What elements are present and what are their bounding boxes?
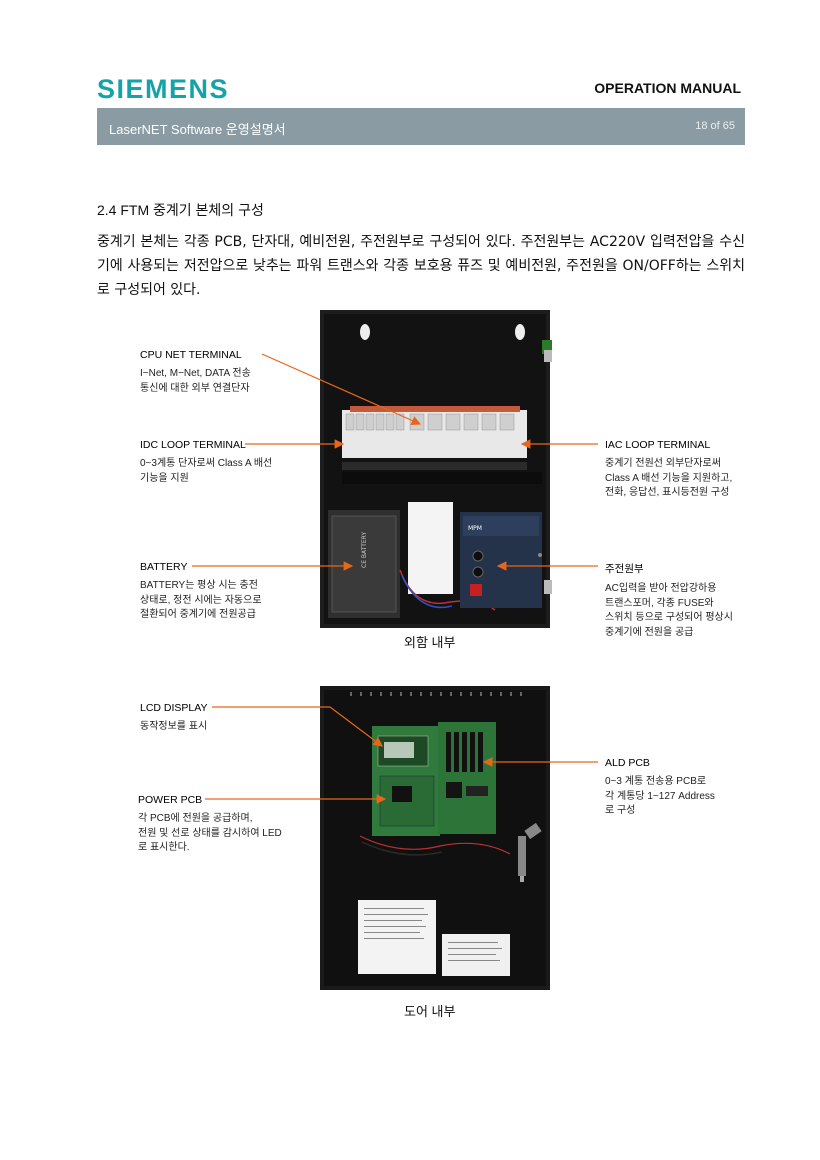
power-pcb-desc-2: 전원 및 선로 상태를 감시하여 LED [138, 827, 282, 839]
main-power-title: 주전원부 [605, 563, 644, 575]
ald-pcb-desc-3: 로 구성 [605, 805, 636, 816]
iac-loop-terminal-desc-1: 중계기 전원선 외부단자로써 [605, 458, 721, 469]
idc-loop-terminal-desc-2: 기능을 지원 [140, 472, 189, 484]
cpu-net-terminal-desc-1: I−Net, M−Net, DATA 전송 [140, 368, 251, 379]
iac-loop-terminal-label: IAC LOOP TERMINAL 중계기 전원선 외부단자로써 Class A… [605, 439, 732, 501]
figure1-caption: 외함 내부 [404, 635, 456, 650]
figure2-arrows [205, 706, 598, 804]
svg-text:CE BATTERY: CE BATTERY [361, 532, 368, 568]
ald-pcb-desc-1: 0~3 계통 전송용 PCB로 [605, 776, 707, 787]
cpu-net-terminal-desc-2: 통신에 대한 외부 연결단자 [140, 382, 250, 394]
software-title: LaserNET Software 운영설명서 [109, 122, 286, 137]
main-power-desc-3: 스위치 등으로 구성되어 평상시 [605, 612, 733, 623]
idc-loop-terminal-title: IDC LOOP TERMINAL [140, 439, 246, 451]
door-interior-photo [320, 686, 550, 990]
lcd-display-arrow [212, 706, 383, 747]
figure2-caption: 도어 내부 [404, 1004, 456, 1019]
lcd-display-title: LCD DISPLAY [140, 702, 208, 714]
battery-label: BATTERY BATTERY는 평상 시는 충전 상태로, 정전 시에는 자동… [140, 561, 262, 623]
cpu-net-terminal-title: CPU NET TERMINAL [140, 349, 242, 361]
idc-loop-terminal-desc-1: 0~3계통 단자로써 Class A 배선 [140, 458, 273, 469]
page-indicator: 18 of 65 [695, 120, 735, 132]
lcd-display-desc-1: 동작정보를 표시 [140, 721, 208, 732]
battery-desc-3: 절환되어 중계기에 전원공급 [140, 609, 256, 620]
figure1-arrows [192, 353, 598, 571]
section-body: 중계기 본체는 각종 PCB, 단자대, 예비전원, 주전원부로 구성되어 있다… [97, 234, 745, 298]
cpu-net-arrow [261, 353, 422, 425]
ald-pcb-label: ALD PCB 0~3 계통 전송용 PCB로 각 계통당 1~127 Addr… [605, 757, 715, 819]
ald-pcb-desc-2: 각 계통당 1~127 Address [605, 790, 715, 802]
section-title: 2.4 FTM 중계기 본체의 구성 [97, 202, 264, 218]
cpu-net-terminal-label: CPU NET TERMINAL I−Net, M−Net, DATA 전송 통… [140, 349, 251, 396]
battery-desc-1: BATTERY는 평상 시는 충전 [140, 580, 258, 591]
siemens-logo: SIEMENS [97, 74, 230, 104]
iac-loop-terminal-desc-3: 전화, 응답선, 표시등전원 구성 [605, 487, 730, 498]
main-power-label: 주전원부 AC입력을 받아 전압강하용 트랜스포머, 각종 FUSE와 스위치 … [605, 561, 733, 640]
main-power-desc-2: 트랜스포머, 각종 FUSE와 [605, 597, 714, 609]
main-power-desc-4: 중계기에 전원을 공급 [605, 626, 694, 638]
power-pcb-title: POWER PCB [138, 794, 203, 806]
manual-title: OPERATION MANUAL [594, 80, 741, 96]
main-power-desc-1: AC입력을 받아 전압강하용 [605, 583, 717, 594]
svg-text:MPM: MPM [468, 525, 482, 532]
battery-desc-2: 상태로, 정전 시에는 자동으로 [140, 594, 262, 606]
lcd-display-label: LCD DISPLAY 동작정보를 표시 [140, 702, 208, 735]
iac-loop-terminal-desc-2: Class A 배선 기능을 지원하고, [605, 472, 733, 484]
power-pcb-label: POWER PCB 각 PCB에 전원을 공급하며, 전원 및 선로 상태를 감… [138, 794, 282, 856]
iac-loop-terminal-title: IAC LOOP TERMINAL [605, 439, 711, 451]
ald-pcb-title: ALD PCB [605, 757, 650, 769]
header-bar: LaserNET Software 운영설명서 18 of 65 [97, 108, 745, 145]
power-pcb-desc-1: 각 PCB에 전원을 공급하며, [138, 813, 253, 824]
battery-title: BATTERY [140, 561, 188, 573]
power-pcb-desc-3: 로 표시한다. [138, 842, 190, 853]
idc-loop-terminal-label: IDC LOOP TERMINAL 0~3계통 단자로써 Class A 배선 … [140, 439, 272, 486]
cabinet-interior-photo: CE BATTERY MPM [320, 310, 552, 628]
